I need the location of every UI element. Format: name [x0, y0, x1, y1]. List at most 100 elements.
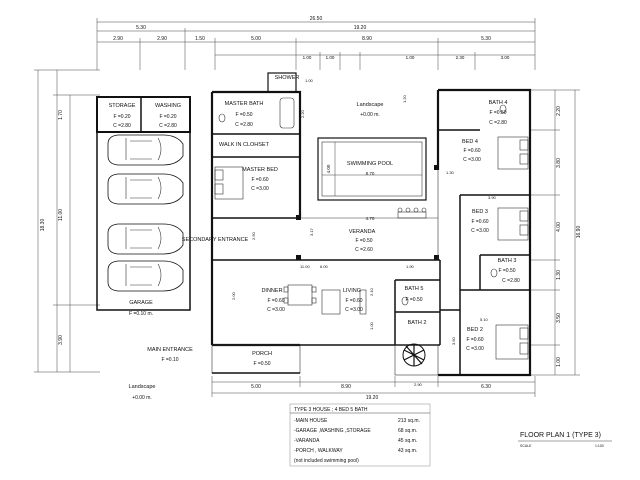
toilet-icon — [218, 104, 507, 306]
master-bath-ceiling: C =2.80 — [235, 122, 253, 128]
inner-dim: 3.90 — [488, 195, 497, 200]
dining-table-icon — [283, 284, 317, 306]
bath5-floor: F =0.50 — [405, 297, 422, 303]
dim-left: 18.30 — [40, 219, 46, 232]
inner-dim: 6.00 — [320, 264, 329, 269]
bed3-floor: F =0.60 — [471, 219, 488, 225]
landscape-top-level: +0.00 m. — [360, 112, 380, 118]
dim-top: 2.90 — [157, 36, 167, 42]
dim-top: 5.30 — [481, 36, 491, 42]
inner-dim: 2.00 — [231, 291, 236, 300]
bath4-ceiling: C =2.80 — [489, 120, 507, 126]
plan-title: FLOOR PLAN 1 (TYPE 3) — [520, 432, 601, 439]
master-bath-floor: F =0.50 — [235, 112, 252, 118]
summary-row-value: 213 sq.m. — [398, 418, 420, 424]
dim-bottom: 8.90 — [341, 384, 351, 390]
plant-icon — [402, 343, 426, 367]
bottom-dimensions: 5.00 8.90 6.30 19.20 — [211, 376, 536, 401]
dim-top: 1.00 — [326, 55, 335, 60]
inner-dim: 1.00 — [369, 321, 374, 330]
storage-floor: F =0.20 — [113, 114, 130, 120]
washing-floor: F =0.20 — [159, 114, 176, 120]
top-dimensions: 26.50 5.30 19.20 2.90 2.90 1.50 5.00 8.9… — [96, 16, 536, 70]
inner-dim: 2.10 — [369, 287, 374, 296]
left-dimensions: 1.70 11.00 18.30 3.90 — [34, 69, 100, 373]
bed3-ceiling: C =3.00 — [471, 228, 489, 234]
inner-dim: 5.10 — [480, 317, 489, 322]
veranda-floor: F =0.50 — [355, 238, 372, 244]
pool-depth-dim: 4.70 — [366, 216, 375, 221]
bath3-label: BATH 3 — [498, 258, 517, 264]
pool-label: SWIMMING POOL — [347, 161, 393, 167]
dim-right: 3.80 — [556, 158, 562, 168]
inner-dim: 11.00 — [300, 264, 310, 269]
dinner-label: DINNER — [261, 288, 282, 294]
dim-top: 5.00 — [251, 36, 261, 42]
washing-label: WASHING — [155, 103, 181, 109]
bath2-label: BATH 2 — [408, 320, 427, 326]
dim-bottom: 5.00 — [251, 384, 261, 390]
bed4-floor: F =0.60 — [463, 148, 480, 154]
garage-floor: F =0.10 m. — [129, 311, 153, 317]
dim-right: 16.90 — [576, 226, 582, 239]
summary-row-label: -VARANDA — [294, 438, 320, 444]
right-dimensions: 2.20 3.80 4.00 16.90 1.30 3.50 1.00 — [530, 89, 582, 376]
car-icon — [107, 260, 184, 292]
bath3-floor: F =0.50 — [498, 268, 515, 274]
dim-left: 11.00 — [58, 209, 64, 221]
summary-row-value: 68 sq.m. — [398, 428, 417, 434]
living-floor: F =0.60 — [345, 298, 362, 304]
summary-row-value: 43 sq.m. — [398, 448, 417, 454]
summary-row-label: -PORCH , WALKWAY — [294, 448, 343, 454]
storage-ceiling: C =2.80 — [113, 123, 131, 129]
dim-top: 2.30 — [456, 55, 465, 60]
bed4-ceiling: C =3.00 — [463, 157, 481, 163]
title-block: FLOOR PLAN 1 (TYPE 3) SCALE 1:100 — [518, 432, 612, 448]
pool-height: 4.00 — [326, 164, 331, 173]
dim-right: 1.30 — [556, 270, 562, 280]
inner-dim: 1.20 — [402, 94, 407, 103]
bath3-ceiling: C =2.80 — [502, 278, 520, 284]
living-label: LIVING — [343, 288, 361, 294]
porch-label: PORCH — [252, 351, 272, 357]
walk-in-closet-label: WALK IN CLOHSET — [219, 142, 270, 148]
dim-top: 1.50 — [195, 36, 205, 42]
inner-dim: 2.50 — [251, 231, 256, 240]
summary-title: TYPE 3 HOUSE ; 4 BED 5 BATH — [294, 407, 368, 413]
summary-note: (not included swimming pool) — [294, 458, 359, 464]
dim-bottom: 6.30 — [481, 384, 491, 390]
master-bed-label: MASTER BED — [242, 167, 278, 173]
scale-label: SCALE — [520, 444, 532, 448]
master-bed-ceiling: C =3.00 — [251, 186, 269, 192]
car-icon — [107, 173, 184, 205]
dinner-floor: F =0.60 — [267, 298, 284, 304]
dim-right: 4.00 — [556, 222, 562, 232]
main-entrance-floor: F =0.10 — [161, 357, 178, 363]
bed2-floor: F =0.60 — [466, 337, 483, 343]
bed2-ceiling: C =3.00 — [466, 346, 484, 352]
living-ceiling: C =3.00 — [345, 307, 363, 313]
garage-cars — [107, 134, 184, 292]
dim-top: 1.00 — [303, 55, 312, 60]
swimming-pool: SWIMMING POOL 8.70 4.00 4.70 — [317, 137, 427, 221]
landscape-bottom-level: +0.00 m. — [132, 395, 152, 401]
area-summary-table: TYPE 3 HOUSE ; 4 BED 5 BATH -MAIN HOUSE … — [289, 403, 431, 467]
master-bed-floor: F =0.60 — [251, 177, 268, 183]
bed4-label: BED 4 — [462, 139, 478, 145]
dim-right: 3.50 — [556, 313, 562, 323]
dim-top: 2.90 — [113, 36, 123, 42]
bed3-label: BED 3 — [472, 209, 488, 215]
storage-label: STORAGE — [109, 103, 136, 109]
shower-label: SHOWER — [275, 75, 300, 81]
summary-row-label: -MAIN HOUSE — [294, 418, 328, 424]
sofa-icon — [321, 289, 367, 315]
bed-icon — [497, 207, 529, 241]
main-entrance-label: MAIN ENTRANCE — [147, 347, 193, 353]
pool-width: 8.70 — [366, 171, 375, 176]
inner-dim: 3.50 — [451, 336, 456, 345]
dim-left: 3.90 — [58, 335, 64, 345]
dim-top: 5.30 — [136, 25, 146, 31]
bed2-label: BED 2 — [467, 327, 483, 333]
bed-icon — [495, 324, 529, 360]
